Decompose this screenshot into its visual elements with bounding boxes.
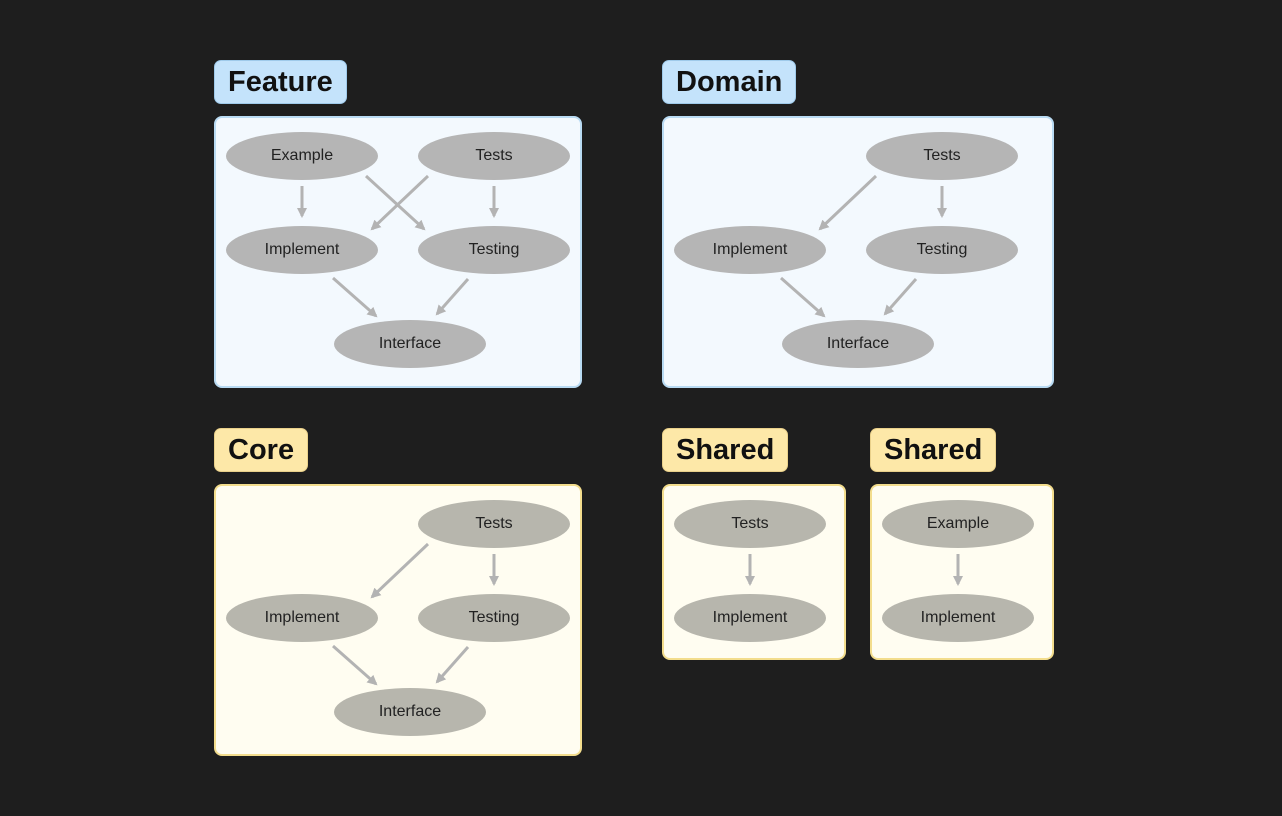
node-testing[interactable]: Testing xyxy=(418,226,570,274)
node-testing[interactable]: Testing xyxy=(418,594,570,642)
group-label-feature: Feature xyxy=(214,60,347,104)
group-label-core: Core xyxy=(214,428,309,472)
node-implement[interactable]: Implement xyxy=(674,226,826,274)
node-interface[interactable]: Interface xyxy=(334,320,486,368)
node-example[interactable]: Example xyxy=(226,132,378,180)
group-panel-shared-tests: Tests Implement xyxy=(662,484,846,660)
group-panel-core: Tests Implement Testing Interface xyxy=(214,484,582,756)
node-tests[interactable]: Tests xyxy=(418,132,570,180)
group-label-domain: Domain xyxy=(662,60,797,104)
node-implement[interactable]: Implement xyxy=(226,226,378,274)
node-example[interactable]: Example xyxy=(882,500,1034,548)
node-interface[interactable]: Interface xyxy=(782,320,934,368)
group-panel-feature: Example Tests Implement Testing Interfac… xyxy=(214,116,582,388)
group-panel-domain: Tests Implement Testing Interface xyxy=(662,116,1054,388)
node-testing[interactable]: Testing xyxy=(866,226,1018,274)
node-tests[interactable]: Tests xyxy=(866,132,1018,180)
node-interface[interactable]: Interface xyxy=(334,688,486,736)
node-implement[interactable]: Implement xyxy=(882,594,1034,642)
group-label-shared: Shared xyxy=(870,428,997,472)
node-tests[interactable]: Tests xyxy=(674,500,826,548)
node-implement[interactable]: Implement xyxy=(674,594,826,642)
node-tests[interactable]: Tests xyxy=(418,500,570,548)
node-implement[interactable]: Implement xyxy=(226,594,378,642)
group-label-shared: Shared xyxy=(662,428,789,472)
group-panel-shared-example: Example Implement xyxy=(870,484,1054,660)
